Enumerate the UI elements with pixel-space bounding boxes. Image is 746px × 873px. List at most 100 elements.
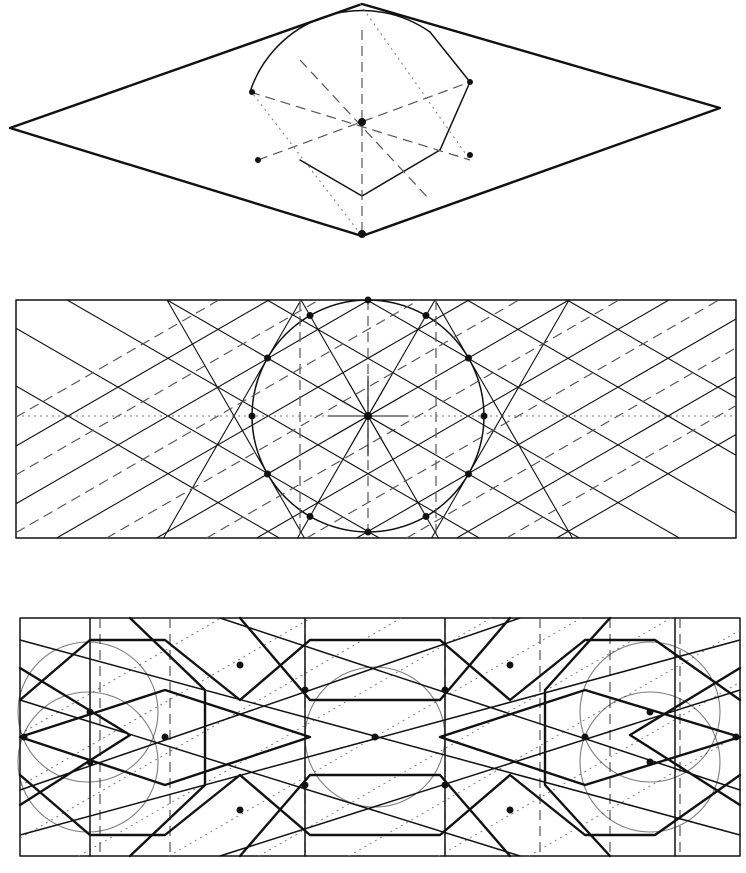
grid-line <box>556 433 737 539</box>
grid-line <box>56 299 470 539</box>
diagonal-lines-group <box>15 299 737 539</box>
grid-line <box>15 299 370 505</box>
faint-line <box>438 681 741 857</box>
circle-point <box>248 412 256 420</box>
interlace-strand <box>18 638 742 702</box>
pattern-node <box>86 758 94 766</box>
pattern-node <box>301 781 309 789</box>
faint-line <box>258 617 672 857</box>
faint-line <box>19 617 312 787</box>
interlace-strand <box>628 666 742 807</box>
dashed-lines-group <box>15 299 737 539</box>
construction-line <box>15 299 220 418</box>
pattern-node <box>441 686 449 694</box>
grid-line <box>356 318 737 539</box>
circle-point <box>464 470 472 478</box>
grid-line <box>163 299 302 539</box>
grid-line <box>15 299 270 447</box>
circle-point <box>306 512 314 520</box>
intersection-points-group <box>248 296 488 536</box>
interlace-strand <box>438 688 742 787</box>
construction-line <box>406 347 737 539</box>
interlaced-pattern-panel <box>17 616 742 858</box>
star-ray <box>367 380 389 417</box>
star-pattern-group <box>18 616 742 858</box>
circle-point <box>306 312 314 320</box>
pattern-node <box>20 733 28 741</box>
faint-line <box>19 617 222 735</box>
faint-line <box>168 617 582 857</box>
repeat-circle <box>579 641 721 783</box>
construction-point <box>467 152 473 158</box>
construction-line <box>506 405 737 539</box>
circle-point <box>422 312 430 320</box>
construction-line <box>15 299 320 476</box>
construction-line <box>249 91 471 161</box>
pattern-node <box>441 781 449 789</box>
star-ray <box>367 395 404 417</box>
pattern-node <box>581 733 589 741</box>
pattern-node <box>86 708 94 716</box>
star-ray <box>367 415 389 452</box>
pattern-node <box>236 806 244 814</box>
grid-line <box>366 299 737 514</box>
grid-line <box>66 299 480 539</box>
pattern-node <box>646 708 654 716</box>
interlace-strand <box>543 616 612 858</box>
grid-line <box>466 299 737 456</box>
construction-point <box>467 79 473 85</box>
construction-line <box>206 299 620 539</box>
pattern-node <box>301 686 309 694</box>
grid-line <box>434 299 573 539</box>
construction-line <box>359 3 471 161</box>
faint-line <box>528 733 741 857</box>
diagonal-strand <box>19 639 741 836</box>
diagonal-strand <box>19 617 521 791</box>
construction-line <box>15 299 420 534</box>
interlace-strand <box>238 773 512 858</box>
star-ray <box>332 415 369 437</box>
star-ray <box>347 415 369 452</box>
pattern-node <box>646 758 654 766</box>
faint-line <box>19 617 402 839</box>
diagonal-strand <box>19 699 521 857</box>
pattern-node <box>236 661 244 669</box>
grid-line <box>456 376 737 539</box>
interlace-strand <box>18 773 742 837</box>
grid-line <box>566 299 737 399</box>
circle-point <box>364 296 372 304</box>
circle-point <box>264 354 272 362</box>
star-ray <box>347 380 369 417</box>
interlace-strand <box>238 616 512 702</box>
construction-arc <box>249 9 431 93</box>
pattern-node <box>161 733 169 741</box>
construction-point <box>249 89 255 95</box>
construction-point <box>255 157 261 163</box>
circle-point <box>480 412 488 420</box>
pattern-node <box>506 806 514 814</box>
circle-point <box>264 470 272 478</box>
grid-line <box>15 385 280 539</box>
construction-line <box>249 89 363 237</box>
circle-point <box>364 528 372 536</box>
circle-point <box>422 512 430 520</box>
pattern-node <box>506 661 514 669</box>
interlace-strand <box>18 688 312 787</box>
interlace-strand <box>128 616 207 858</box>
construction-line <box>106 299 520 539</box>
faint-construction-group <box>19 617 741 857</box>
circle-point <box>464 354 472 362</box>
repeat-circle <box>579 691 721 833</box>
construction-polyline <box>299 31 471 197</box>
pattern-node <box>732 733 740 741</box>
grid-line <box>431 299 570 539</box>
pattern-nodes-group <box>20 661 740 814</box>
grid-line <box>15 327 380 539</box>
star-ray <box>332 395 369 417</box>
pattern-node <box>371 733 379 741</box>
construction-line <box>299 59 431 201</box>
faint-line <box>78 617 492 857</box>
grid-line <box>256 299 670 539</box>
rhombus-construction-panel <box>8 2 722 238</box>
